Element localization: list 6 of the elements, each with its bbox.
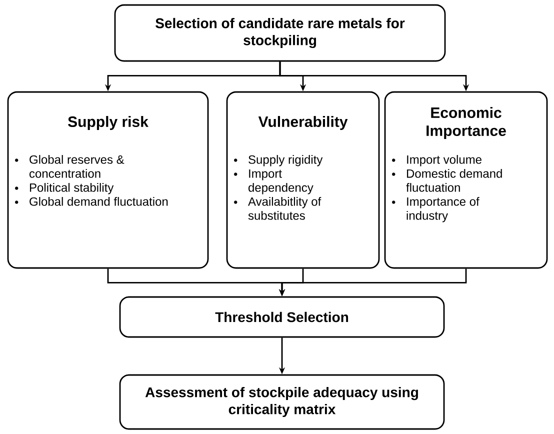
process-box: Assessment of stockpile adequacy using criticality matrix [119,374,445,430]
category-box: Economic Importance Import volume Domestic demand fluctuation Importance of industry [384,91,548,269]
category-box: Vulnerability Supply rigidity Import dependency Availabitlity of substitutes [226,91,380,269]
category-box: Supply risk Global reserves & concentration Political stability Global demand fluctuation [7,91,209,269]
process-box: Threshold Selection [119,296,445,338]
process-box: Selection of candidate rare metals for stockpiling [114,4,446,62]
